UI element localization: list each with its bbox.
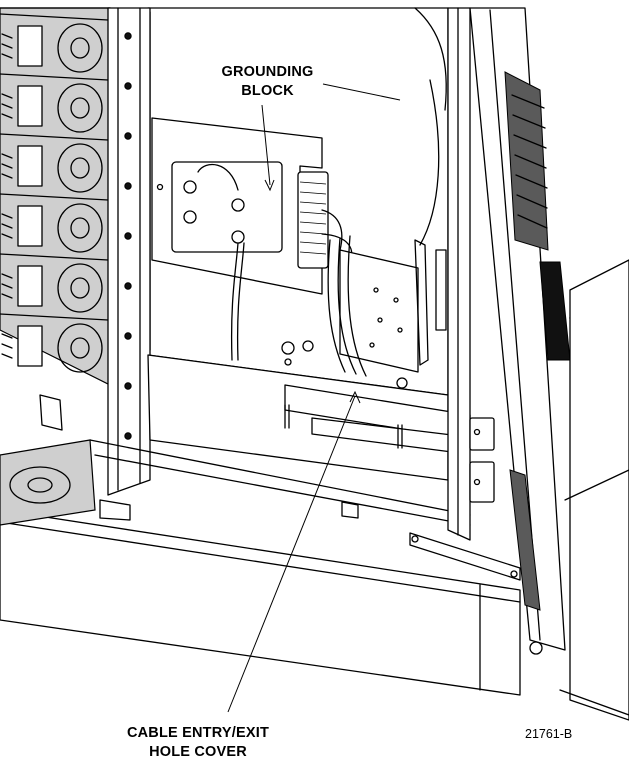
cable-bundle xyxy=(327,79,447,377)
figure-reference: 21761-B xyxy=(525,727,573,741)
grounding-plate xyxy=(151,117,353,361)
right-door-post xyxy=(447,7,471,541)
cabinet-door xyxy=(469,7,581,655)
grounding-block-line-1: GROUNDING xyxy=(221,64,314,80)
adjacent-cabinet xyxy=(559,259,629,721)
leader-lines xyxy=(227,83,401,713)
grounding-block-line-2: BLOCK xyxy=(241,83,294,99)
battery-module-stack xyxy=(0,7,111,386)
cable-entry-label: CABLE ENTRY/EXIT HOLE COVER xyxy=(98,724,298,762)
cabinet-floor xyxy=(89,340,471,526)
lower-left-fan xyxy=(0,394,96,526)
door-hinges xyxy=(469,417,495,503)
door-stay-arm xyxy=(409,532,521,581)
front-kick-plate xyxy=(0,499,521,696)
left-door-post xyxy=(107,7,151,496)
cable-entry-line-1: CABLE ENTRY/EXIT xyxy=(126,725,270,741)
cable-entry-line-2: HOLE COVER xyxy=(149,744,247,760)
grounding-block-label: GROUNDING BLOCK xyxy=(195,63,340,101)
